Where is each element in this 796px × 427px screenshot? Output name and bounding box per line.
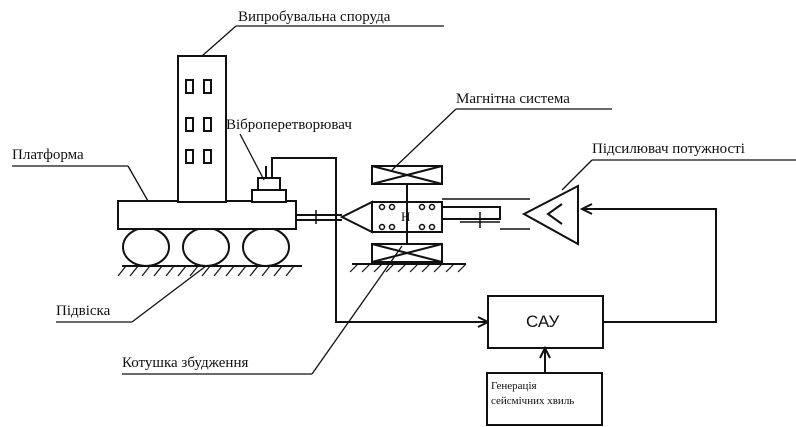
magnetic-system <box>371 165 443 263</box>
coil-cone <box>339 200 373 234</box>
label-generator-line1: Генерація <box>491 380 537 392</box>
label-power-amplifier: Підсилювач потужності <box>592 141 745 157</box>
leader-lines <box>12 25 796 375</box>
label-magnet-h: H <box>401 209 411 224</box>
label-platform: Платформа <box>12 147 84 163</box>
ground-right <box>349 263 467 273</box>
test-structure-building <box>177 55 227 203</box>
label-sau: САУ <box>526 312 560 331</box>
suspension-wheels <box>122 227 290 267</box>
label-suspension: Підвіска <box>56 303 111 319</box>
label-generator-line2: сейсмічних хвиль <box>491 395 575 407</box>
ground-left <box>117 265 302 277</box>
feedback-wire <box>582 208 717 323</box>
vibro-transducer <box>251 166 287 203</box>
label-vibro-transducer: Віброперетворювач <box>226 117 352 133</box>
power-amplifier <box>521 184 579 246</box>
generator-box <box>486 372 603 426</box>
platform-body <box>117 200 297 230</box>
label-excitation-coil: Котушка збудження <box>122 355 249 371</box>
signal-wire <box>271 157 488 323</box>
amplifier-wires <box>442 198 530 230</box>
label-test-structure: Випробувальна споруда <box>238 9 391 25</box>
label-magnetic-system: Магнітна система <box>456 91 570 107</box>
drive-rod <box>296 210 342 224</box>
actuator-rod <box>441 206 501 228</box>
